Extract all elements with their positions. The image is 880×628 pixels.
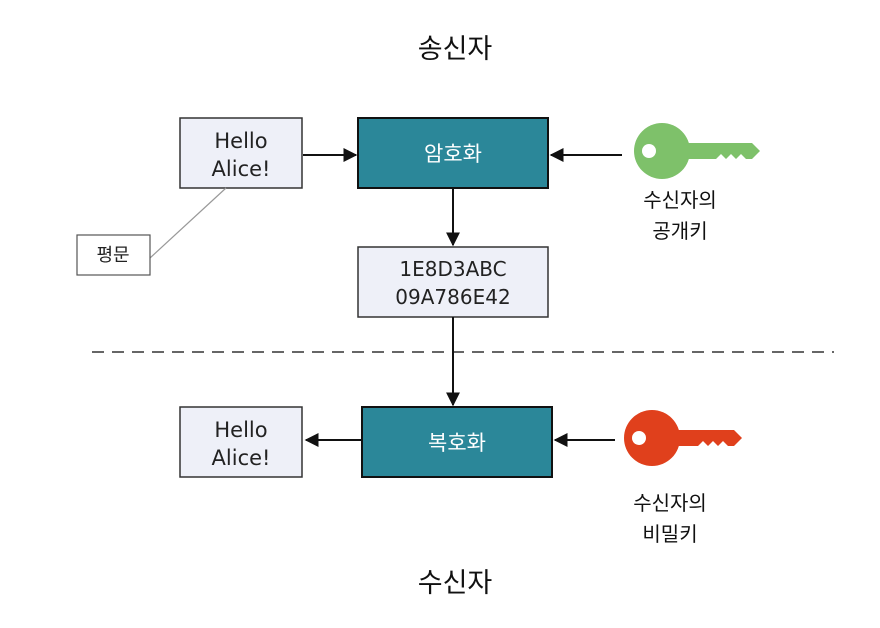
encrypt-box: 암호화 [357, 117, 549, 189]
public-key-label-line1: 수신자의 [643, 188, 717, 212]
decrypt-label: 복호화 [428, 431, 486, 455]
plaintext-box-bottom: Hello Alice! [179, 406, 303, 478]
public-key-icon [634, 123, 760, 179]
private-key-icon [624, 410, 742, 466]
plaintext-box-top: Hello Alice! [179, 117, 303, 189]
private-key-label-line1: 수신자의 [633, 491, 707, 515]
plaintext-top-line2: Alice! [212, 157, 271, 181]
plaintext-callout-line [149, 187, 227, 259]
plaintext-note: 평문 [76, 234, 151, 276]
sender-title: 송신자 [418, 34, 493, 65]
public-key-label-line2: 공개키 [652, 219, 707, 243]
plaintext-top-line1: Hello [214, 129, 267, 153]
ciphertext-box: 1E8D3ABC 09A786E42 [357, 246, 549, 318]
decrypt-box: 복호화 [361, 406, 553, 478]
plaintext-bottom-line1: Hello [214, 418, 267, 442]
plaintext-bottom-line2: Alice! [212, 446, 271, 470]
ciphertext-line2: 09A786E42 [395, 285, 510, 309]
encrypt-label: 암호화 [424, 142, 482, 166]
plaintext-note-label: 평문 [96, 245, 129, 266]
private-key-label-line2: 비밀키 [642, 522, 697, 546]
receiver-title: 수신자 [418, 568, 493, 599]
ciphertext-line1: 1E8D3ABC [399, 257, 506, 281]
